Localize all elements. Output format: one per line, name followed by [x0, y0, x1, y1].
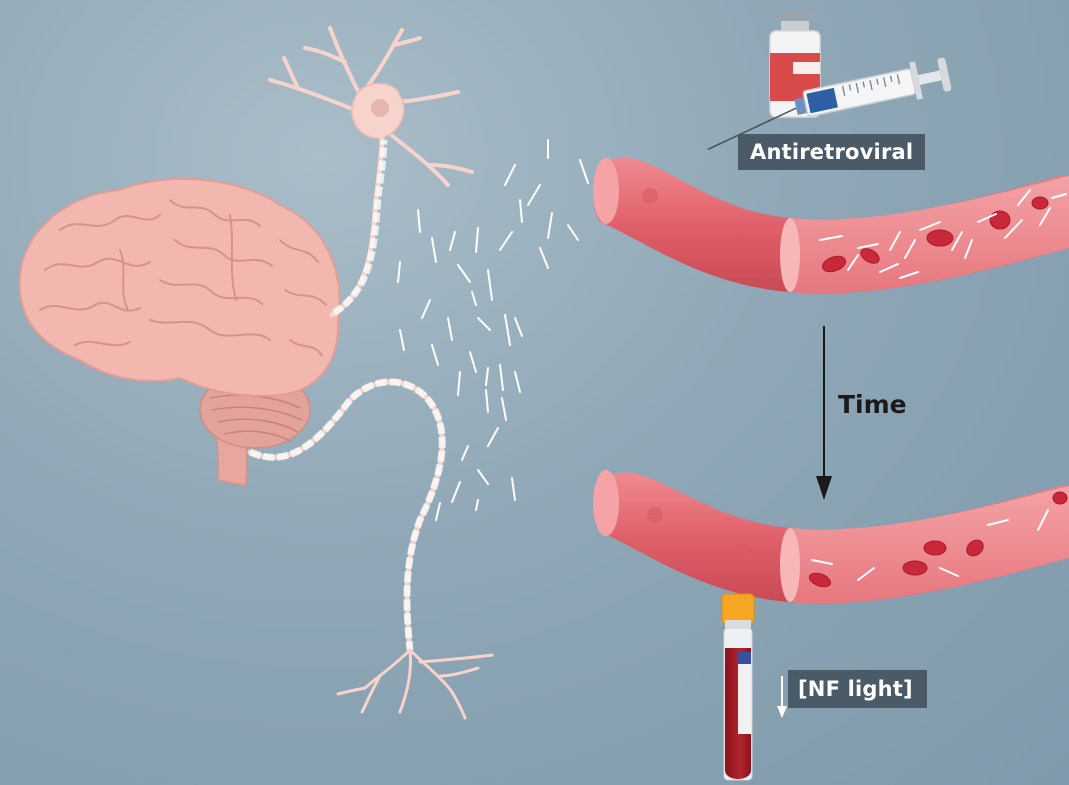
time-label: Time [838, 390, 907, 419]
blood-vessel-before [593, 158, 1069, 294]
nf-light-label: [NF light] [788, 670, 927, 708]
blood-vessel-after [593, 470, 1069, 603]
antiretroviral-label: Antiretroviral [738, 134, 925, 170]
time-arrow [816, 326, 832, 500]
blood-sample-tube [722, 594, 787, 780]
antiretroviral-drug-icon [699, 11, 953, 149]
neurofilament-fragments [398, 140, 588, 520]
brain-illustration [20, 179, 340, 486]
